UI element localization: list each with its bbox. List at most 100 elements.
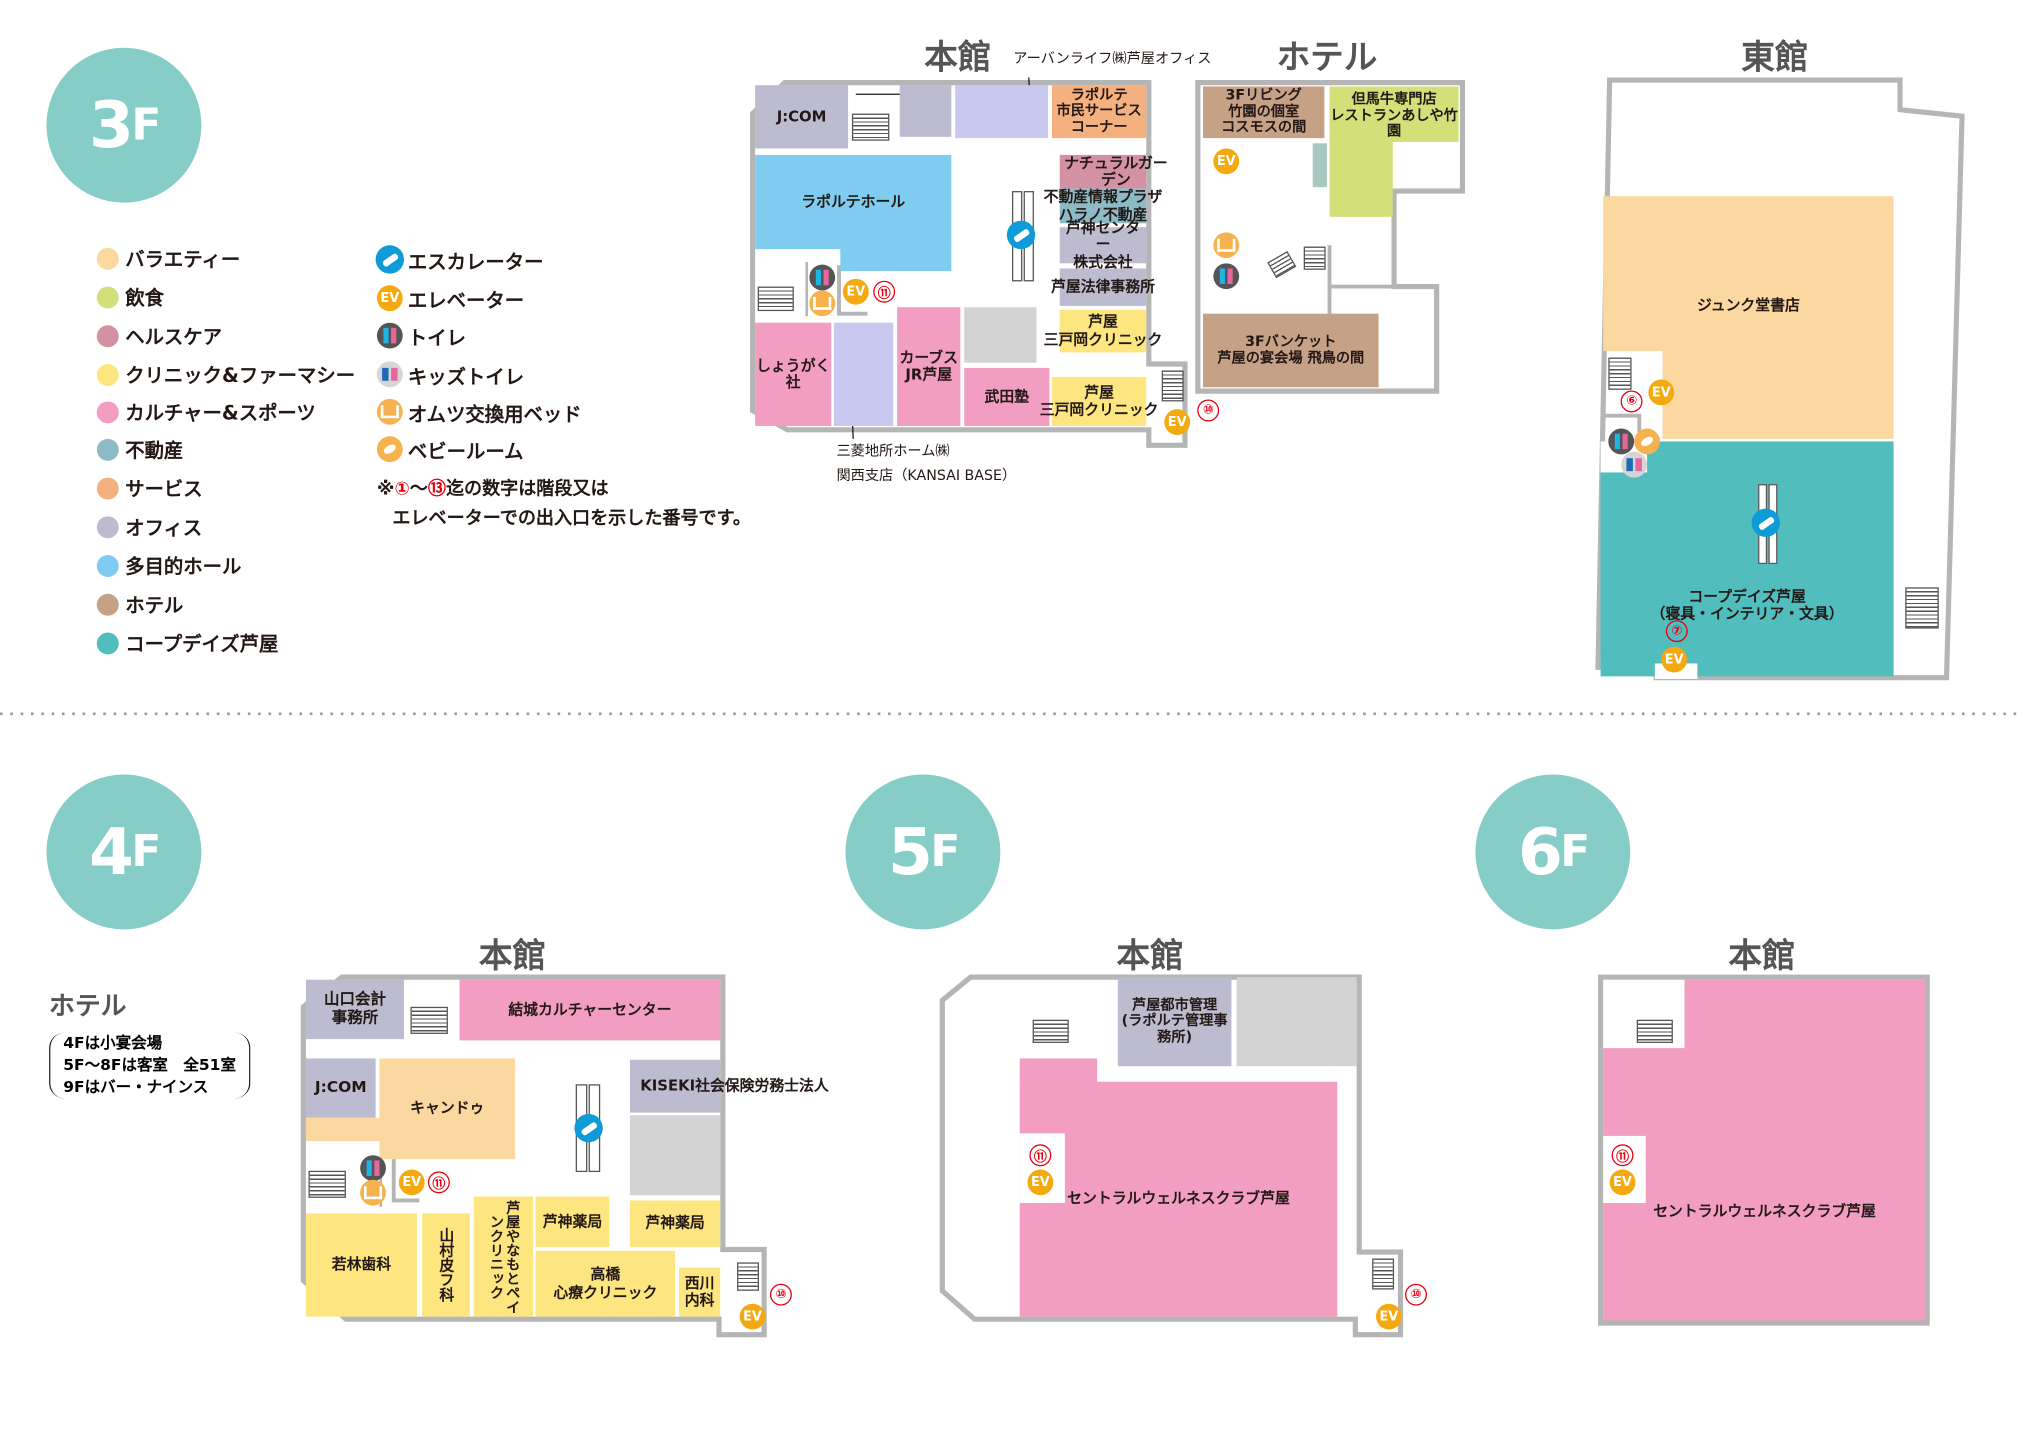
- elevator-icon[interactable]: [739, 1303, 766, 1330]
- diaper-bed-icon: [1213, 232, 1240, 259]
- note-to: ⑬: [427, 478, 446, 500]
- legend-category-label: クリニック&ファーマシー: [125, 364, 356, 388]
- elevator-icon[interactable]: [398, 1169, 425, 1196]
- escalator-icon: [1751, 508, 1781, 537]
- room-yuki-culture: 結城カルチャーセンター: [459, 979, 721, 1041]
- entrance-number-10: ⑩: [1197, 399, 1220, 422]
- entrance-number-6: ⑥: [1620, 390, 1643, 413]
- escalator-icon: [375, 245, 405, 274]
- stairs-icon: [1608, 357, 1632, 390]
- stairs-icon: [851, 113, 890, 141]
- legend-color-dot: [96, 516, 119, 539]
- room-laporte-hall-ext: [840, 245, 952, 272]
- 4f-main-title: 本館: [478, 937, 547, 976]
- legend-category-label: バラエティー: [125, 247, 241, 272]
- room-ashiya-toshi-kanri: 芦屋都市管理 (ラポルテ管理事務所): [1117, 977, 1232, 1067]
- floor-suffix: F: [1560, 826, 1590, 878]
- 3f-main-title: 本館: [924, 38, 992, 78]
- toilet-icon: [360, 1155, 386, 1182]
- room-junkudo-ext: [1662, 348, 1894, 439]
- room-wakabayashi-dental: 若林歯科: [305, 1213, 417, 1317]
- 6f-main-title: 本館: [1728, 937, 1796, 976]
- elevator-icon[interactable]: [1164, 409, 1191, 435]
- toilet-icon: [809, 264, 836, 291]
- stairs-icon: [1303, 246, 1326, 270]
- floor-number: 3: [89, 87, 134, 163]
- room-hotel-banquet: 3Fバンケット 芦屋の宴会場 飛鳥の間: [1203, 313, 1379, 388]
- room-yamaguchi-accounting: 山口会計 事務所: [305, 979, 405, 1040]
- room-vacant-3f: [964, 307, 1037, 363]
- legend-color-dot: [96, 593, 119, 616]
- elevator-icon[interactable]: [1375, 1303, 1402, 1330]
- legend-category-label: ヘルスケア: [125, 325, 223, 349]
- room-mitooka-clinic-2: 芦屋 三戸岡クリニック: [1040, 376, 1158, 426]
- toilet-icon: [1608, 428, 1635, 455]
- 4f-hotel-heading: ホテル: [49, 990, 127, 1022]
- room-harano-estate: 不動産情報プラザ ハラノ不動産: [1043, 187, 1163, 224]
- room-ashiya-law: 芦屋法律事務所: [1051, 268, 1155, 306]
- room-vacant-4f: [629, 1115, 721, 1196]
- note-prefix: ※: [376, 478, 395, 500]
- room-yamamura-derma: 山村皮フ科: [422, 1213, 470, 1317]
- floor-number: 5: [888, 814, 933, 890]
- kids-toilet-icon: [376, 361, 403, 388]
- legend-category-label: カルチャー&スポーツ: [125, 401, 316, 425]
- baby-room-icon: [376, 436, 403, 463]
- elevator-icon[interactable]: [1213, 148, 1240, 175]
- elevator-icon[interactable]: [1661, 646, 1688, 673]
- legend-category-label: ホテル: [125, 593, 184, 618]
- room-ashin-pharmacy-1: 芦神薬局: [535, 1196, 610, 1247]
- note-from: ①: [394, 478, 410, 500]
- room-mitsubishi: [833, 322, 894, 426]
- room-tajima-restaurant: 但馬牛専門店 レストランあしや竹園: [1329, 86, 1459, 142]
- note-suffix: 迄の数字は階段又は: [445, 478, 609, 500]
- kids-toilet-icon: [1621, 451, 1648, 478]
- room-central-wellness-5f: セントラルウェルネスクラブ芦屋: [1019, 1081, 1338, 1317]
- elevator-icon[interactable]: [1609, 1169, 1636, 1196]
- entrance-number-11: ⑪: [873, 280, 896, 303]
- note-tilde: ～: [409, 478, 428, 500]
- diaper-bed-icon: [376, 398, 403, 425]
- entrance-number-10: ⑩: [769, 1283, 792, 1306]
- legend-baby-room: ベビールーム: [407, 440, 524, 464]
- room-kiseki: KISEKI社会保険労務士法人: [629, 1059, 829, 1113]
- floor-number: 4: [89, 814, 134, 890]
- room-ashin-center: 芦神センター 株式会社: [1059, 219, 1147, 270]
- elevator-icon: [376, 285, 403, 312]
- escalator-icon: [1006, 220, 1036, 250]
- room-nishikawa-clinic: 西川 内科: [678, 1267, 721, 1317]
- room-yanamoto-pain-clinic: 芦屋やなもとペインクリニック: [473, 1196, 534, 1317]
- stairs-icon: [1032, 1019, 1069, 1043]
- legend-escalator: エスカレーター: [407, 250, 544, 274]
- room-office-3f: [899, 85, 952, 137]
- note-line-2: エレベーターでの出入口を示した番号です。: [392, 508, 751, 530]
- elevator-icon[interactable]: [1027, 1169, 1054, 1196]
- elevator-icon[interactable]: [842, 278, 869, 305]
- entrance-number-11: ⑪: [427, 1171, 450, 1194]
- stairs-icon: [1905, 587, 1939, 629]
- legend-toilet: トイレ: [407, 326, 466, 350]
- diaper-bed-icon: [360, 1179, 386, 1206]
- legend-category-label: サービス: [125, 477, 203, 501]
- room-cando: キャンドゥ: [379, 1058, 516, 1160]
- legend-color-dot: [96, 555, 119, 577]
- legend-category-label: 不動産: [125, 438, 184, 463]
- label-urbanlife: アーバンライフ㈱芦屋オフィス: [1013, 50, 1212, 68]
- stairs-icon: [1636, 1019, 1673, 1043]
- hotel-fixture: [1312, 143, 1327, 188]
- elevator-icon[interactable]: [1648, 379, 1675, 406]
- room-tajima-ext: [1329, 139, 1393, 217]
- legend-color-dot: [96, 401, 119, 424]
- room-cando-ext: [305, 1117, 384, 1142]
- room-takahashi-clinic: 高橋 心療クリニック: [535, 1250, 676, 1317]
- stairs-icon: [1372, 1258, 1395, 1290]
- room-ashin-pharmacy-2: 芦神薬局: [629, 1200, 721, 1247]
- room-vacant-5f: [1236, 977, 1357, 1067]
- legend-category-label: オフィス: [125, 516, 203, 540]
- legend-color-dot: [96, 438, 119, 461]
- room-natural-garden: ナチュラルガーデン: [1059, 154, 1168, 189]
- toilet-icon: [1213, 263, 1240, 290]
